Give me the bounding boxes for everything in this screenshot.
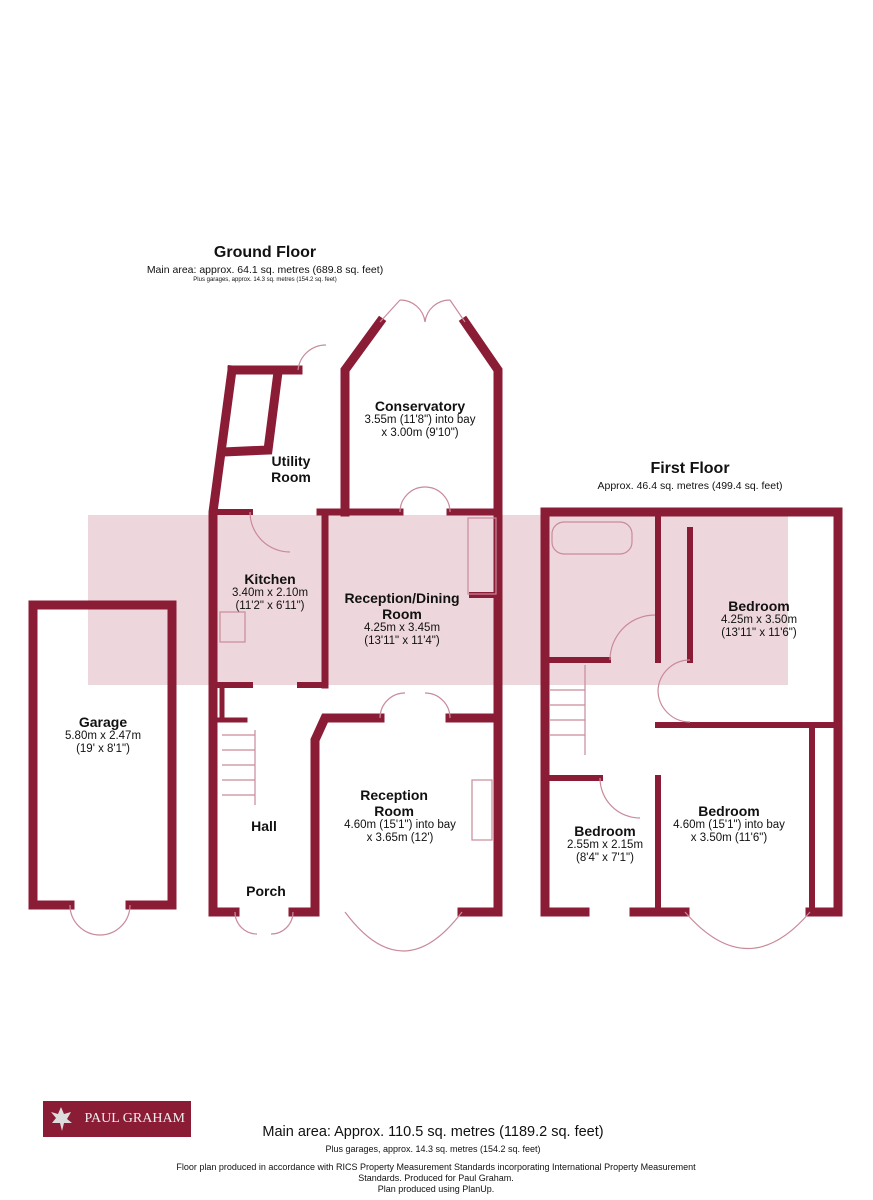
- room-dim: x 3.00m (9'10"): [381, 427, 459, 440]
- room-name: Reception/Dining Room: [344, 590, 460, 623]
- room-name: Reception Room: [360, 787, 428, 820]
- room-utility: Utility Room: [271, 453, 311, 486]
- room-reception-dining: Reception/Dining Room 4.25m x 3.45m (13'…: [332, 590, 472, 649]
- room-dim: (8'4" x 7'1"): [576, 852, 634, 865]
- room-dim: 5.80m x 2.47m: [64, 730, 142, 743]
- total-garages: Plus garages, approx. 14.3 sq. metres (1…: [325, 1144, 541, 1154]
- paul-graham-logo: PAUL GRAHAM: [43, 1101, 191, 1137]
- room-bedroom-2: Bedroom 2.55m x 2.15m (8'4" x 7'1"): [567, 823, 643, 866]
- room-name: Bedroom: [728, 598, 790, 614]
- room-dim: (13'11" x 11'4"): [364, 635, 440, 648]
- footer-note-2: Standards. Produced for Paul Graham.: [358, 1173, 514, 1183]
- first-floor-title: First Floor: [650, 460, 730, 477]
- room-hall: Hall: [251, 818, 277, 834]
- room-name: Kitchen: [244, 571, 296, 587]
- footer-note-1: Floor plan produced in accordance with R…: [176, 1162, 696, 1172]
- room-reception: Reception Room 4.60m (15'1") into bay x …: [344, 787, 456, 846]
- room-dim: x 3.65m (12'): [366, 832, 434, 845]
- room-dim: 4.25m x 3.45m: [363, 622, 441, 635]
- room-dim: 4.60m (15'1") into bay: [673, 819, 785, 832]
- room-dim: 3.40m x 2.10m: [231, 587, 309, 600]
- ground-floor-area: Main area: approx. 64.1 sq. metres (689.…: [146, 264, 384, 276]
- footer-note-3: Plan produced using PlanUp.: [377, 1184, 495, 1194]
- logo-text: PAUL GRAHAM: [84, 1111, 185, 1126]
- ground-floor-garages: Plus garages, approx. 14.3 sq. metres (1…: [193, 277, 337, 283]
- room-bedroom-1: Bedroom 4.25m x 3.50m (13'11" x 11'6"): [721, 598, 797, 641]
- room-dim: (13'11" x 11'6"): [721, 627, 797, 640]
- watermark-band: [88, 515, 788, 685]
- room-garage: Garage 5.80m x 2.47m (19' x 8'1"): [65, 714, 141, 757]
- room-dim: x 3.50m (11'6"): [690, 832, 768, 845]
- total-area: Main area: Approx. 110.5 sq. metres (118…: [262, 1124, 604, 1140]
- leaf-icon: [51, 1107, 72, 1131]
- room-dim: (19' x 8'1"): [76, 743, 130, 756]
- room-dim: 4.60m (15'1") into bay: [344, 819, 456, 832]
- room-name: Garage: [78, 714, 128, 730]
- room-conservatory: Conservatory 3.55m (11'8") into bay x 3.…: [365, 398, 476, 441]
- room-dim: 2.55m x 2.15m: [566, 839, 644, 852]
- room-porch: Porch: [246, 883, 286, 899]
- bay-and-doors: [69, 299, 811, 952]
- ground-floor-walls: [28, 315, 843, 917]
- first-floor-area: Approx. 46.4 sq. metres (499.4 sq. feet): [597, 480, 783, 492]
- room-dim: 4.25m x 3.50m: [720, 614, 798, 627]
- room-name: Conservatory: [374, 398, 466, 414]
- ground-floor-title: Ground Floor: [213, 244, 317, 261]
- room-bedroom-3: Bedroom 4.60m (15'1") into bay x 3.50m (…: [673, 803, 785, 846]
- room-name: Bedroom: [574, 823, 636, 839]
- room-name: Bedroom: [698, 803, 760, 819]
- room-dim: (11'2" x 6'11"): [235, 600, 305, 613]
- room-dim: 3.55m (11'8") into bay: [364, 414, 476, 427]
- room-kitchen: Kitchen 3.40m x 2.10m (11'2" x 6'11"): [232, 571, 308, 614]
